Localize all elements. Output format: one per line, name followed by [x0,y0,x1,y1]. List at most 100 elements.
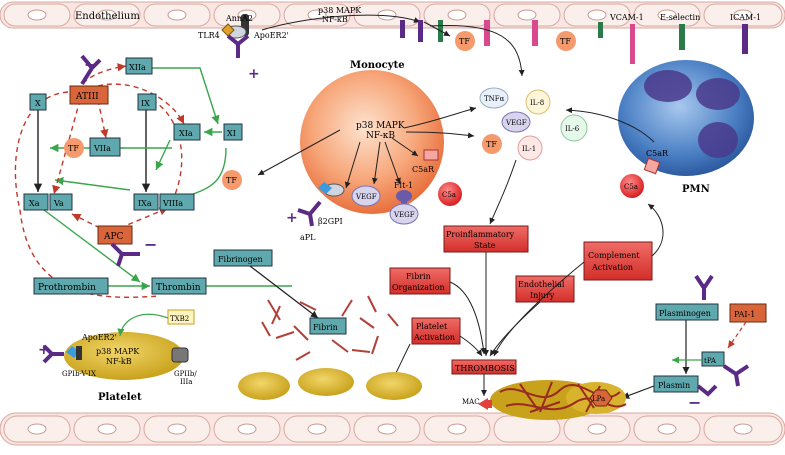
svg-text:Fibrin: Fibrin [406,272,431,281]
svg-text:Fibrinogen: Fibrinogen [218,255,263,264]
plasmin-box: Plasmin [653,375,699,393]
gp1b-label: GPIb-V-IX [62,370,96,378]
thrombin-box: Thrombin [151,277,207,295]
vcam-label: VCAM-1 [609,13,644,22]
c5a-circle-pmn: C5a [620,174,644,198]
svg-text:VEGF: VEGF [393,211,415,219]
svg-text:TF: TF [226,176,237,185]
c5a-circle-mono: C5a [438,182,462,206]
icam-label: ICAM-1 [730,13,761,22]
viiia-box: VIIIa [159,193,195,211]
apl-antibody-mono [297,200,322,227]
svg-text:IL-6: IL-6 [565,125,580,133]
apc-box: APC [97,225,133,245]
svg-text:VEGF: VEGF [355,193,377,201]
c5ar-receptor-pmn [643,157,661,175]
arrow-pai1-tpa [727,321,747,349]
arrow-to-tf-top [423,21,451,37]
svg-text:VEGF: VEGF [505,119,527,127]
apoer2-top-label: ApoER2' [253,31,289,40]
tf-circle-free: TF [482,134,502,154]
tnfa-bubble: TNFα [479,87,509,109]
svg-text:TF: TF [68,144,79,153]
apl-antibody-plt [42,344,64,364]
c5ar-receptor-mono [423,149,439,161]
tpa-antibody [722,364,750,387]
p38-plt-label: p38 MAPK [96,347,140,356]
mac-marker: MAC [462,398,492,410]
svg-text:TF: TF [486,140,497,149]
svg-text:TF: TF [459,37,470,46]
apoer2-plt-label: ApoER2' [81,333,117,342]
svg-text:Activation: Activation [591,263,633,272]
svg-text:Endothelial: Endothelial [518,280,565,289]
svg-text:Plasmin: Plasmin [658,381,690,390]
svg-text:PAI-1: PAI-1 [734,310,755,319]
nfkb-top-label: NF-κB [322,15,348,24]
xa-box: Xa [23,193,49,211]
plus-sign-plt: + [38,342,50,358]
atiii-box: ATIII [69,85,109,105]
nfkb-plt-label: NF-kB [106,357,132,366]
gpiib-label-2: IIIa [180,378,192,386]
svg-text:XIIa: XIIa [129,63,146,72]
minus-sign-atiii: − [84,55,97,74]
xi-box: XI [223,123,243,141]
svg-text:ATIII: ATIII [75,92,99,102]
svg-text:Complement: Complement [588,251,640,260]
svg-text:Prothrombin: Prothrombin [38,283,96,293]
beta2gpi-receptor-plt [66,346,82,360]
x-box: X [29,93,47,111]
tf-circle-top-1: TF [455,31,475,51]
c5ar-pmn-label: C5aR [646,149,669,158]
gpiib-receptor [171,347,189,363]
svg-text:C5a: C5a [442,191,456,199]
minus-sign-plasmin: − [688,393,701,412]
arrow-pmn-cytokines [565,107,655,143]
il8-bubble: IL-8 [525,89,551,115]
va-box: Va [49,193,73,211]
svg-text:IXa: IXa [138,199,152,208]
svg-text:XIa: XIa [179,129,193,138]
nfkb-mono-label: NF-κB [366,131,395,141]
b2gpi-label: β2GPI [318,217,343,226]
anna2-label: AnnA2 [225,14,253,23]
viia-box: VIIa [89,137,121,157]
arrow-to-cytokines [429,24,525,77]
apc-antibody [110,242,140,267]
svg-text:Proinflammatory: Proinflammatory [446,230,515,239]
arrow-p38-top-curve [261,14,421,31]
svg-text:IL-8: IL-8 [530,99,544,107]
svg-text:Injury: Injury [530,291,555,300]
p38-mono-label: p38 MAPK [356,121,405,131]
tpa-box: tPA [701,351,725,367]
svg-text:LPa: LPa [592,395,605,403]
svg-text:MAC: MAC [462,398,480,406]
platelet-label: Platelet [98,392,142,403]
tlr4-label: TLR4 [198,31,220,40]
tf-circle-cascade: TF [64,138,84,158]
apl-label: aPL [300,233,316,242]
svg-text:Xa: Xa [29,199,40,208]
plasmin-antibody [696,384,718,397]
svg-text:Activation: Activation [413,333,455,342]
svg-text:VIIIa: VIIIa [162,199,183,208]
svg-text:THROMBOSIS: THROMBOSIS [455,364,515,373]
thrombosis-box: THROMBOSIS [451,359,517,375]
plus-sign-top: + [248,66,260,82]
eselectin-label: E-selectin [660,13,700,22]
endothelium-top [0,1,785,29]
fibrinogen-box: Fibrinogen [213,249,273,267]
pmn-nucleus [644,70,740,158]
annexin-a2-receptor [221,14,249,39]
svg-text:Va: Va [53,199,64,208]
plasminogen-antibody [694,274,714,300]
atiii-antibody [80,54,102,86]
tf-circle-top-2: TF [556,31,576,51]
svg-text:APC: APC [103,232,124,242]
endothelium-label: Endothelium [75,11,140,22]
p38-top-label: p38 MAPK [318,6,362,15]
vegf-bubble-free: VEGF [501,111,531,133]
svg-text:Fibrin: Fibrin [313,323,338,332]
